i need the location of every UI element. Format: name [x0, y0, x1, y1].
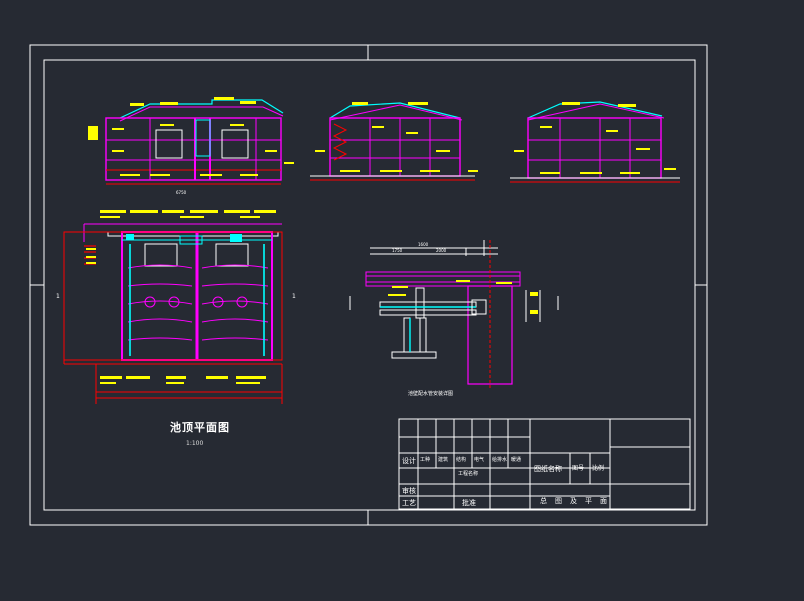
- plan-title: 池顶平面图: [170, 421, 230, 434]
- section-view-3: [510, 101, 680, 183]
- detail-title: 池壁配水管安装详图: [408, 391, 454, 397]
- svg-text:1: 1: [56, 293, 60, 300]
- plan-view: 1 1: [56, 210, 296, 404]
- tb-row-label-1: 设计: [402, 457, 416, 465]
- tb-header-3: 结构: [456, 457, 467, 463]
- title-block-grid: [398, 418, 691, 510]
- tb-header-2: 建筑: [438, 457, 449, 463]
- tb-sheet-label-2: 比例: [592, 465, 605, 472]
- detail-view: 1600 1750 2000: [349, 240, 559, 388]
- tb-header-1: 工种: [420, 457, 431, 463]
- tb-sheet-label-1: 图号: [572, 465, 585, 472]
- tb-row-label-2: 审核: [402, 487, 416, 495]
- tb-footer: 总图及平面: [540, 497, 615, 505]
- svg-text:6750: 6750: [176, 190, 187, 195]
- svg-text:2000: 2000: [436, 248, 447, 253]
- section-view-2: [310, 102, 478, 181]
- svg-text:1600: 1600: [418, 242, 429, 247]
- tb-row-label-3: 工艺: [402, 499, 416, 507]
- tb-header-4: 电气: [474, 457, 485, 463]
- tb-approval: 批准: [462, 499, 476, 507]
- svg-text:1: 1: [292, 293, 296, 300]
- tb-project-label: 图纸名称: [534, 465, 562, 473]
- tb-header-6: 暖通: [511, 457, 522, 463]
- section-view-1: 6750: [88, 97, 294, 195]
- tb-header-5: 给排水: [492, 457, 508, 463]
- plan-scale: 1:100: [186, 440, 204, 447]
- tb-drawing-name: 工程名称: [458, 471, 479, 477]
- sheet-frame: [29, 44, 708, 526]
- svg-text:1750: 1750: [392, 248, 403, 253]
